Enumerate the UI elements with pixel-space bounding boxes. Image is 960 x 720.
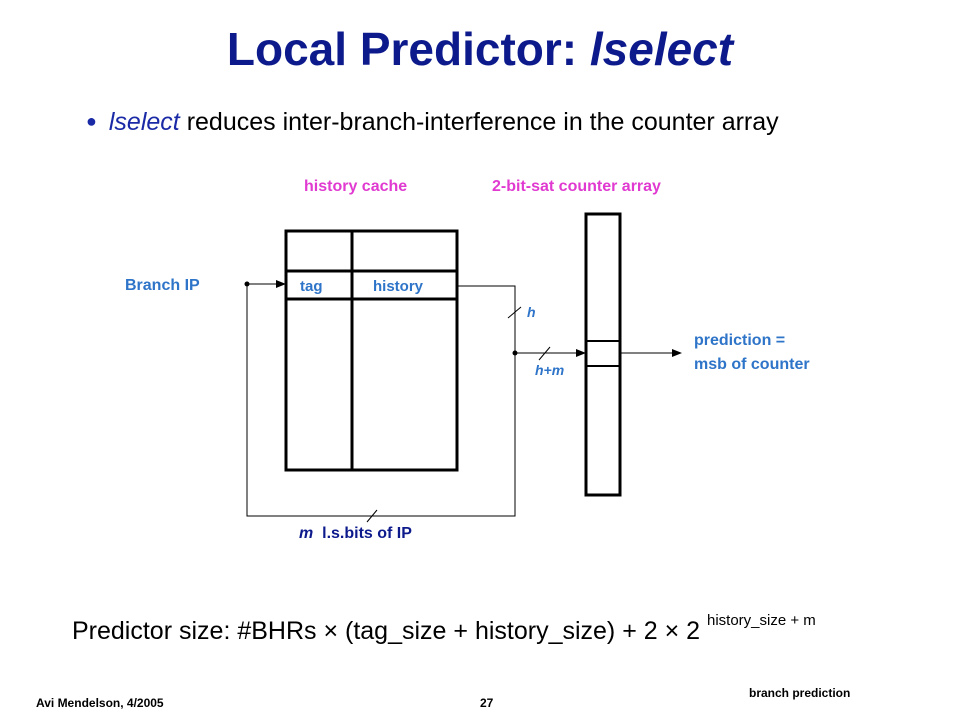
counter-array-label: 2-bit-sat counter array	[492, 178, 661, 195]
m-label: m	[299, 525, 314, 542]
counter-array	[584, 212, 622, 497]
footer-page-number: 27	[480, 696, 494, 710]
m-bus-slash	[366, 509, 378, 523]
footer-author: Avi Mendelson, 4/2005	[36, 696, 164, 710]
predictor-size-formula: Predictor size: #BHRs × (tag_size + hist…	[72, 612, 816, 646]
h-bus-slash	[507, 306, 522, 319]
prediction-arrow-icon	[672, 349, 682, 357]
bullet-dot-icon: ●	[86, 111, 97, 131]
prediction-label-line1: prediction =	[694, 332, 786, 349]
history-cache-label: history cache	[304, 178, 408, 195]
branch-ip-arrow-icon	[276, 280, 286, 288]
branch-ip-label: Branch IP	[125, 277, 200, 294]
ip-lsbits-wire	[246, 284, 516, 517]
history-label: history	[373, 278, 424, 295]
page-title: Local Predictor: lselect	[0, 22, 960, 76]
title-emphasis: lselect	[589, 23, 734, 75]
title-prefix: Local Predictor:	[226, 23, 590, 75]
h-width-label: h	[527, 304, 536, 320]
hm-bus-slash	[538, 346, 551, 361]
bullet-text: reduces inter-branch-interference in the…	[179, 108, 779, 136]
bullet-item: ● lselect reduces inter-branch-interferen…	[86, 108, 779, 137]
footer-topic: branch prediction	[749, 686, 851, 700]
formula-exponent: history_size + m	[707, 612, 816, 629]
history-output-wire	[457, 285, 516, 353]
formula-text: Predictor size: #BHRs × (tag_size + hist…	[72, 617, 707, 645]
prediction-label-line2: msb of counter	[694, 356, 810, 373]
lsbits-label: m l.s.bits of IP	[299, 525, 412, 543]
tag-label: tag	[300, 278, 323, 295]
history-cache-table	[284, 229, 459, 472]
lsbits-text: l.s.bits of IP	[322, 525, 412, 542]
hm-width-label: h+m	[535, 362, 565, 378]
index-arrow-icon	[576, 349, 586, 357]
bullet-emphasis: lselect	[108, 108, 180, 136]
